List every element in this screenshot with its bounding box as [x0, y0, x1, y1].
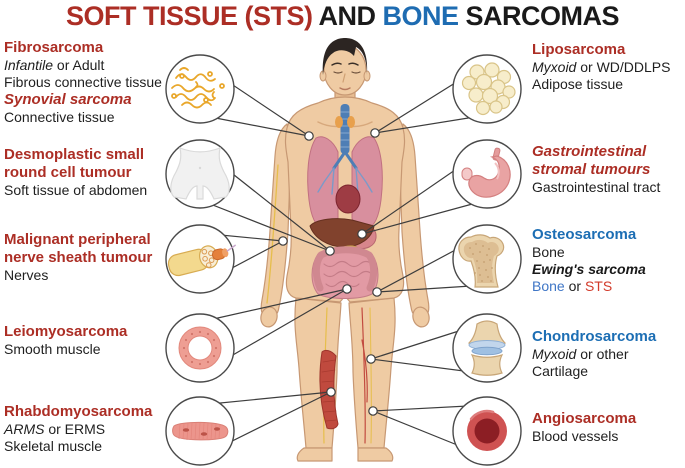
entry-desmoplastic: Desmoplastic small round cell tumour Sof…: [4, 146, 164, 199]
entry-name: Osteosarcoma: [532, 226, 637, 243]
right-hand: [412, 306, 430, 328]
entry-name: Angiosarcoma: [532, 410, 637, 427]
entry-name: Liposarcoma: [532, 41, 626, 58]
thyroid: [347, 116, 355, 128]
entry-tissue: Bone: [532, 244, 565, 260]
entry-chondrosarcoma: Chondrosarcoma Myxoid or other Cartilage: [532, 328, 684, 380]
entry-mpnst: Malignant peripheral nerve sheath tumour…: [4, 231, 164, 284]
entry-tissue: Smooth muscle: [4, 341, 101, 357]
blood-vessel-icon: [467, 409, 507, 451]
entry-name: Chondrosarcoma: [532, 328, 657, 345]
right-leg-nerve: [369, 307, 372, 444]
internal-organs: [307, 104, 383, 299]
entry-tissue: Adipose tissue: [532, 76, 624, 92]
entry-tissue: Nerves: [4, 267, 49, 283]
entry-tissue: Blood vessels: [532, 428, 619, 444]
thyroid: [335, 116, 343, 128]
cartilage-joint-icon: [467, 320, 507, 376]
callout-endpoints: [278, 128, 382, 416]
entry-tissue-2: Bone or STS: [532, 278, 613, 294]
skeletal-muscle-icon: [172, 421, 229, 441]
face: [331, 62, 361, 91]
smooth-muscle-icon: [178, 326, 222, 370]
title-soft-tissue: SOFT TISSUE (STS): [65, 1, 319, 31]
entry-rhabdomyosarcoma: Rhabdomyosarcoma ARMS or ERMS Skeletal m…: [4, 403, 164, 455]
colon: [312, 246, 378, 292]
left-foot: [296, 447, 333, 462]
entry-tissue: Skeletal muscle: [4, 438, 103, 454]
entry-gist: Gastrointestinal stromal tumours Gastroi…: [532, 143, 684, 196]
page-title: SOFT TISSUE (STS) AND BONE SARCOMAS: [0, 1, 685, 32]
entry-name: Leiomyosarcoma: [4, 323, 128, 340]
hair: [322, 38, 368, 75]
entry-name: Gastrointestinal stromal tumours: [532, 143, 651, 178]
left-arm: [260, 123, 291, 320]
bronchial-branches: [317, 167, 373, 195]
arm-nerve: [266, 164, 279, 304]
entry-leiomyosarcoma: Leiomyosarcoma Smooth muscle: [4, 323, 164, 358]
trachea: [340, 104, 350, 154]
bone-icon: [458, 234, 505, 288]
entry-subtype: Infantile or Adult: [4, 57, 105, 73]
title-bone: BONE: [382, 1, 466, 31]
entry-liposarcoma: Liposarcoma Myxoid or WD/DDLPS Adipose t…: [532, 41, 684, 93]
title-and: AND: [318, 1, 383, 31]
entry-angiosarcoma: Angiosarcoma Blood vessels: [532, 410, 684, 445]
entry-subtype: ARMS or ERMS: [4, 421, 106, 437]
bronchi: [332, 150, 358, 170]
title-sarcomas: SARCOMAS: [465, 1, 620, 31]
entry-tissue-2: Connective tissue: [4, 109, 115, 125]
right-foot: [357, 447, 394, 462]
adipose-tissue-icon: [461, 62, 516, 116]
entry-name: Malignant peripheral nerve sheath tumour: [4, 231, 153, 266]
entry-name: Desmoplastic small round cell tumour: [4, 146, 145, 181]
abdomen-icon: [170, 147, 230, 200]
entry-fibrosarcoma: Fibrosarcoma Infantile or Adult Fibrous …: [4, 39, 174, 126]
left-hand: [260, 306, 278, 328]
entry-name-2: Synovial sarcoma: [4, 91, 132, 108]
intestine-coils: [323, 260, 373, 288]
entry-name-2: Ewing's sarcoma: [532, 261, 646, 277]
entry-tissue: Cartilage: [532, 363, 589, 379]
right-leg-vessels: [361, 307, 368, 444]
stomach-icon: [461, 147, 511, 198]
liver: [309, 218, 375, 248]
entry-osteosarcoma: Osteosarcoma Bone Ewing's sarcoma Bone o…: [532, 226, 684, 295]
entry-tissue: Soft tissue of abdomen: [4, 182, 148, 198]
human-body-figure: [260, 38, 430, 462]
right-leg: [348, 297, 396, 449]
entry-subtype: Myxoid or WD/DDLPS: [532, 59, 671, 75]
fibrous-tissue-icon: [171, 67, 225, 109]
entry-tissue: Fibrous connective tissue: [4, 74, 162, 90]
trachea-rings: [340, 111, 350, 148]
nerve-icon: [167, 244, 237, 277]
entry-name: Fibrosarcoma: [4, 39, 104, 56]
entry-tissue: Gastrointestinal tract: [532, 179, 661, 195]
entry-name: Rhabdomyosarcoma: [4, 403, 153, 420]
entry-subtype: Myxoid or other: [532, 346, 629, 362]
heart: [335, 184, 361, 214]
